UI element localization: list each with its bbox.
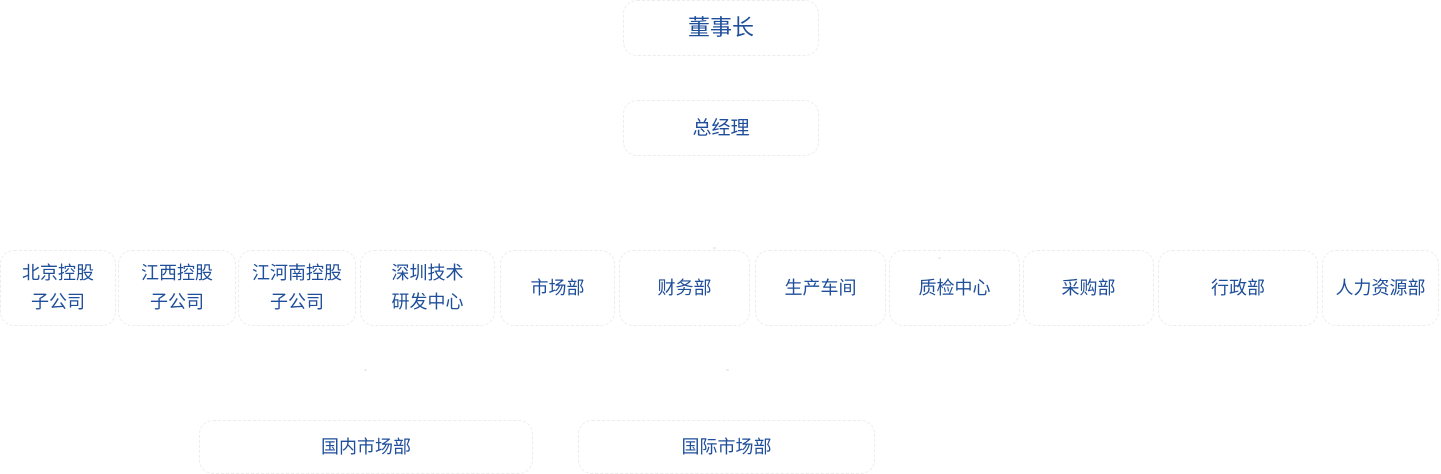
node-marketing-dept[interactable]: 市场部 (500, 250, 615, 326)
node-international-marketing[interactable]: 国际市场部 (578, 420, 875, 474)
connector-mark (713, 247, 716, 249)
node-label: 生产车间 (784, 277, 857, 299)
node-jianghenan-subsidiary[interactable]: 江河南控股 子公司 (238, 250, 356, 326)
node-domestic-marketing[interactable]: 国内市场部 (199, 420, 533, 474)
node-chairman[interactable]: 董事长 (623, 0, 819, 56)
node-label: 行政部 (1211, 277, 1265, 299)
node-label: 采购部 (1061, 277, 1116, 299)
node-admin-dept[interactable]: 行政部 (1158, 250, 1318, 326)
node-label: 质检中心 (918, 277, 991, 299)
connector-mark (938, 257, 941, 259)
node-label: 江西控股 子公司 (141, 263, 213, 313)
node-label: 人力资源部 (1335, 277, 1426, 299)
connector-mark (364, 369, 367, 371)
node-label: 董事长 (687, 15, 754, 41)
node-label: 国际市场部 (681, 436, 772, 458)
node-label: 总经理 (692, 116, 750, 139)
node-label: 江河南控股 子公司 (252, 263, 342, 313)
node-label: 北京控股 子公司 (22, 263, 94, 313)
node-purchasing-dept[interactable]: 采购部 (1023, 250, 1154, 326)
node-label: 深圳技术 研发中心 (391, 263, 464, 313)
node-general-manager[interactable]: 总经理 (623, 100, 819, 156)
node-label: 国内市场部 (321, 436, 411, 458)
node-shenzhen-rd-center[interactable]: 深圳技术 研发中心 (360, 250, 495, 326)
node-label: 财务部 (657, 277, 712, 299)
node-hr-dept[interactable]: 人力资源部 (1322, 250, 1439, 326)
node-production-workshop[interactable]: 生产车间 (755, 250, 886, 326)
node-finance-dept[interactable]: 财务部 (619, 250, 750, 326)
node-beijing-subsidiary[interactable]: 北京控股 子公司 (0, 250, 116, 326)
node-quality-center[interactable]: 质检中心 (889, 250, 1020, 326)
node-jiangxi-subsidiary[interactable]: 江西控股 子公司 (118, 250, 236, 326)
node-label: 市场部 (530, 277, 585, 299)
connector-mark (726, 369, 729, 371)
